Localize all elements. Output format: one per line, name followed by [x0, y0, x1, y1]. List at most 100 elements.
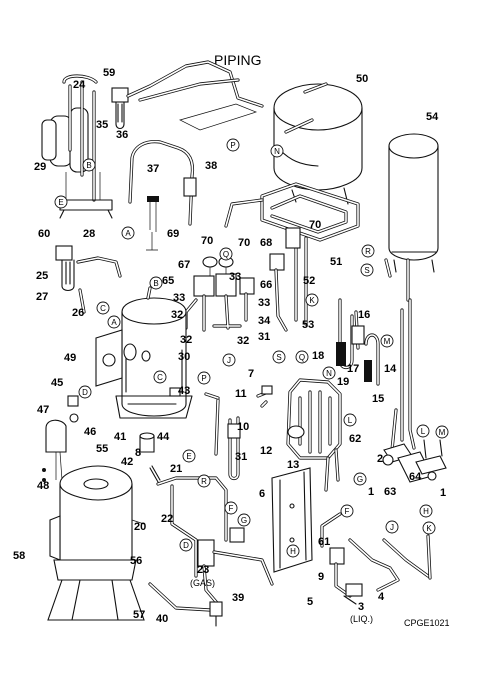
part-label-24: 24	[73, 79, 86, 91]
connector-letter: H	[423, 507, 429, 516]
connector-circle	[96, 301, 110, 315]
part-label-5: 5	[307, 596, 313, 608]
upper-left-assembly	[41, 74, 113, 219]
connector-l: L	[416, 424, 430, 438]
part-label-23: 23	[197, 564, 209, 576]
part-label-8: 8	[135, 447, 141, 459]
small-parts-left	[42, 395, 79, 482]
diagram-code: CPGE1021	[404, 618, 450, 628]
connector-letter: F	[229, 504, 234, 513]
part-label-46: 46	[84, 426, 96, 438]
connector-letter: G	[241, 516, 247, 525]
connector-letter: D	[82, 388, 88, 397]
part-label-43: 43	[178, 385, 190, 397]
part-label-32: 32	[237, 335, 249, 347]
connector-c: C	[153, 370, 167, 384]
connector-letter: S	[364, 266, 369, 275]
connector-b: B	[149, 276, 163, 290]
connector-letter: L	[421, 427, 426, 436]
part-label-36: 36	[116, 129, 128, 141]
connector-letter: C	[157, 373, 163, 382]
connector-circle	[322, 366, 336, 380]
connector-circle	[222, 353, 236, 367]
part-label-11: 11	[235, 388, 247, 400]
connector-r: R	[361, 244, 375, 258]
part-label-21: 21	[170, 463, 182, 475]
connector-m: M	[435, 425, 449, 439]
connector-circle	[340, 504, 354, 518]
part-label-52: 52	[303, 275, 315, 287]
part-label-27: 27	[36, 291, 48, 303]
connector-letter: K	[309, 296, 315, 305]
connector-circle	[82, 158, 96, 172]
connector-d: D	[78, 385, 92, 399]
connector-letter: J	[390, 523, 394, 532]
part-label-1: 1	[440, 487, 446, 499]
connector-letter: N	[326, 369, 332, 378]
connector-letter: R	[365, 247, 371, 256]
part-label-55: 55	[96, 443, 108, 455]
connector-g: G	[353, 472, 367, 486]
part-label-64: 64	[409, 471, 422, 483]
bent-pipe-f	[320, 512, 342, 548]
connector-q: Q	[219, 247, 233, 261]
connector-h: H	[286, 544, 300, 558]
connector-circle	[419, 504, 433, 518]
connector-f: F	[224, 501, 238, 515]
connector-letter: K	[426, 524, 432, 533]
part-label-26: 26	[72, 307, 84, 319]
connector-circle	[343, 413, 357, 427]
part-label-70: 70	[201, 235, 213, 247]
connector-letter: M	[439, 428, 446, 437]
part-label-59: 59	[103, 67, 115, 79]
connector-circle	[149, 276, 163, 290]
connector-letter: R	[201, 477, 207, 486]
connector-letter: G	[357, 475, 363, 484]
part-label-29: 29	[34, 161, 46, 173]
connector-letter: C	[100, 304, 106, 313]
upper-long-pipe	[126, 60, 264, 131]
part-label-38: 38	[205, 160, 217, 172]
connector-circle	[237, 513, 251, 527]
u-pipe	[128, 140, 197, 226]
connector-circle	[422, 521, 436, 535]
liquid-line-pipes	[329, 534, 432, 605]
part-label-9: 9	[318, 571, 324, 583]
connector-circle	[270, 144, 284, 158]
part-label-47: 47	[37, 404, 49, 416]
connector-circle	[361, 244, 375, 258]
connector-letter: F	[345, 507, 350, 516]
connector-circle	[305, 293, 319, 307]
mounting-bracket	[271, 467, 313, 573]
connector-n: N	[270, 144, 284, 158]
part-label-31: 31	[258, 331, 270, 343]
connector-circle	[197, 474, 211, 488]
connector-a: A	[121, 226, 135, 240]
connector-r: R	[197, 474, 211, 488]
connector-k: K	[422, 521, 436, 535]
part-label-19: 19	[337, 376, 349, 388]
connector-letter: E	[186, 452, 191, 461]
part-label-33: 33	[229, 271, 241, 283]
middle-pipes	[204, 385, 273, 481]
connector-letter: L	[348, 416, 353, 425]
part-label-25: 25	[36, 270, 48, 282]
connector-circle	[435, 425, 449, 439]
connector-letter: N	[274, 147, 280, 156]
part-label-2: 2	[377, 453, 383, 465]
connector-m: M	[380, 334, 394, 348]
connector-a: A	[107, 315, 121, 329]
connector-g: G	[237, 513, 251, 527]
small-parts-middle	[139, 387, 181, 483]
solenoid-coil	[55, 245, 122, 314]
vertical-pipes-right	[336, 298, 416, 452]
valve-block	[184, 253, 288, 332]
part-label-40: 40	[156, 613, 168, 625]
part-label-14: 14	[384, 363, 397, 375]
diagram-title: PIPING	[214, 52, 261, 68]
part-label-12: 12	[260, 445, 272, 457]
connector-b: B	[82, 158, 96, 172]
part-label-39: 39	[232, 592, 244, 604]
part-label-45: 45	[51, 377, 63, 389]
